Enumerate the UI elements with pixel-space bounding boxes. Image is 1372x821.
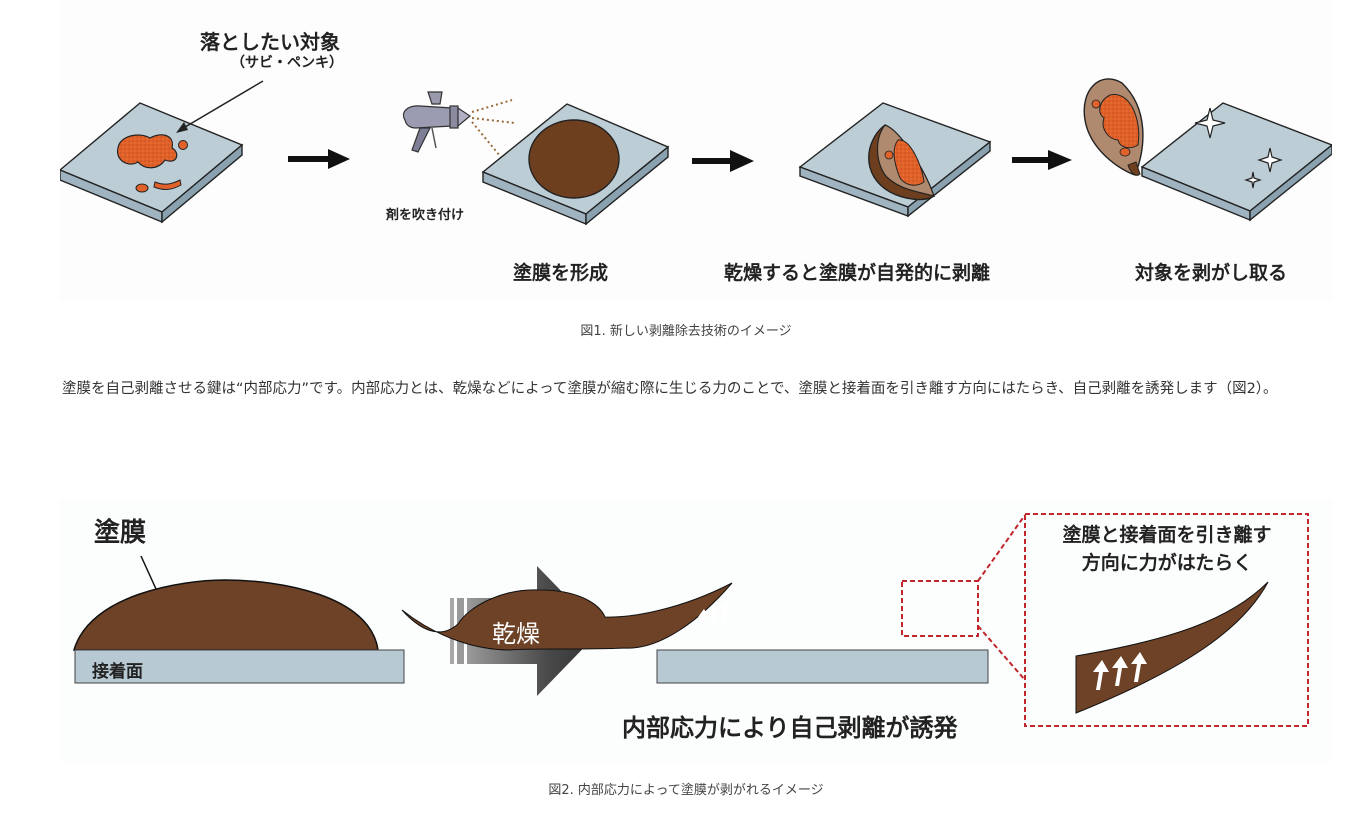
drying-label: 乾燥 bbox=[492, 620, 540, 648]
warped-coating bbox=[401, 582, 733, 651]
step-label-self-peel: 乾燥すると塗膜が自発的に剥離 bbox=[724, 262, 991, 284]
force-arrows-icon bbox=[698, 603, 731, 627]
plate-with-rust bbox=[60, 102, 244, 224]
force-arrows-icon bbox=[1093, 652, 1147, 690]
zoom-region-box bbox=[901, 580, 979, 637]
step-label-form-coating: 塗膜を形成 bbox=[513, 262, 609, 284]
spray-gun-icon bbox=[402, 91, 516, 163]
figure-2-illustration bbox=[72, 513, 1309, 727]
coating-dome bbox=[72, 555, 379, 651]
figure-1-caption: 図1. 新しい剥離除去技術のイメージ bbox=[580, 324, 792, 339]
peeled-coating-flake bbox=[1083, 78, 1144, 176]
zoom-label-line-2: 方向に力がはたらく bbox=[1081, 552, 1253, 574]
step-label-remove: 対象を剥がし取る bbox=[1135, 262, 1288, 284]
figure-2-caption: 図2. 内部応力によって塗膜が剥がれるイメージ bbox=[548, 783, 824, 798]
arrow-right-icon bbox=[1012, 150, 1072, 170]
plate-with-peeling-coating bbox=[798, 102, 992, 218]
coating-label: 塗膜 bbox=[94, 518, 147, 548]
result-label: 内部応力により自己剥離が誘発 bbox=[622, 714, 958, 742]
body-paragraph: 塗膜を自己剥離させる鍵は“内部応力”です。内部応力とは、乾燥などによって塗膜が縮… bbox=[62, 381, 1278, 397]
arrow-right-icon bbox=[288, 149, 350, 169]
plate-with-coating bbox=[481, 103, 670, 226]
adhesive-surface bbox=[74, 649, 405, 684]
surface-label: 接着面 bbox=[92, 662, 143, 682]
zoomed-coating-edge bbox=[1075, 581, 1269, 714]
adhesive-surface-2 bbox=[656, 649, 989, 684]
arrow-right-icon bbox=[692, 150, 754, 172]
target-label: 落としたい対象 bbox=[200, 30, 340, 54]
sparkle-icon bbox=[1194, 107, 1283, 189]
zoomed-detail-box bbox=[1024, 513, 1309, 727]
figure-1: 落としたい対象 （サビ・ペンキ） 剤を吹き付け 塗膜を形成 乾燥すると塗膜が自発… bbox=[60, 0, 1332, 300]
clean-plate bbox=[1140, 102, 1332, 222]
target-sublabel: （サビ・ペンキ） bbox=[231, 55, 343, 71]
pointer-arrow bbox=[176, 80, 264, 133]
figure-1-illustration bbox=[60, 78, 1332, 226]
spray-label: 剤を吹き付け bbox=[386, 208, 465, 223]
figure-2: 塗膜 接着面 乾燥 内部応力により自己剥離が誘発 塗膜と接着面を引き離す 方向に… bbox=[60, 500, 1332, 762]
zoom-label-line-1: 塗膜と接着面を引き離す bbox=[1062, 524, 1272, 546]
